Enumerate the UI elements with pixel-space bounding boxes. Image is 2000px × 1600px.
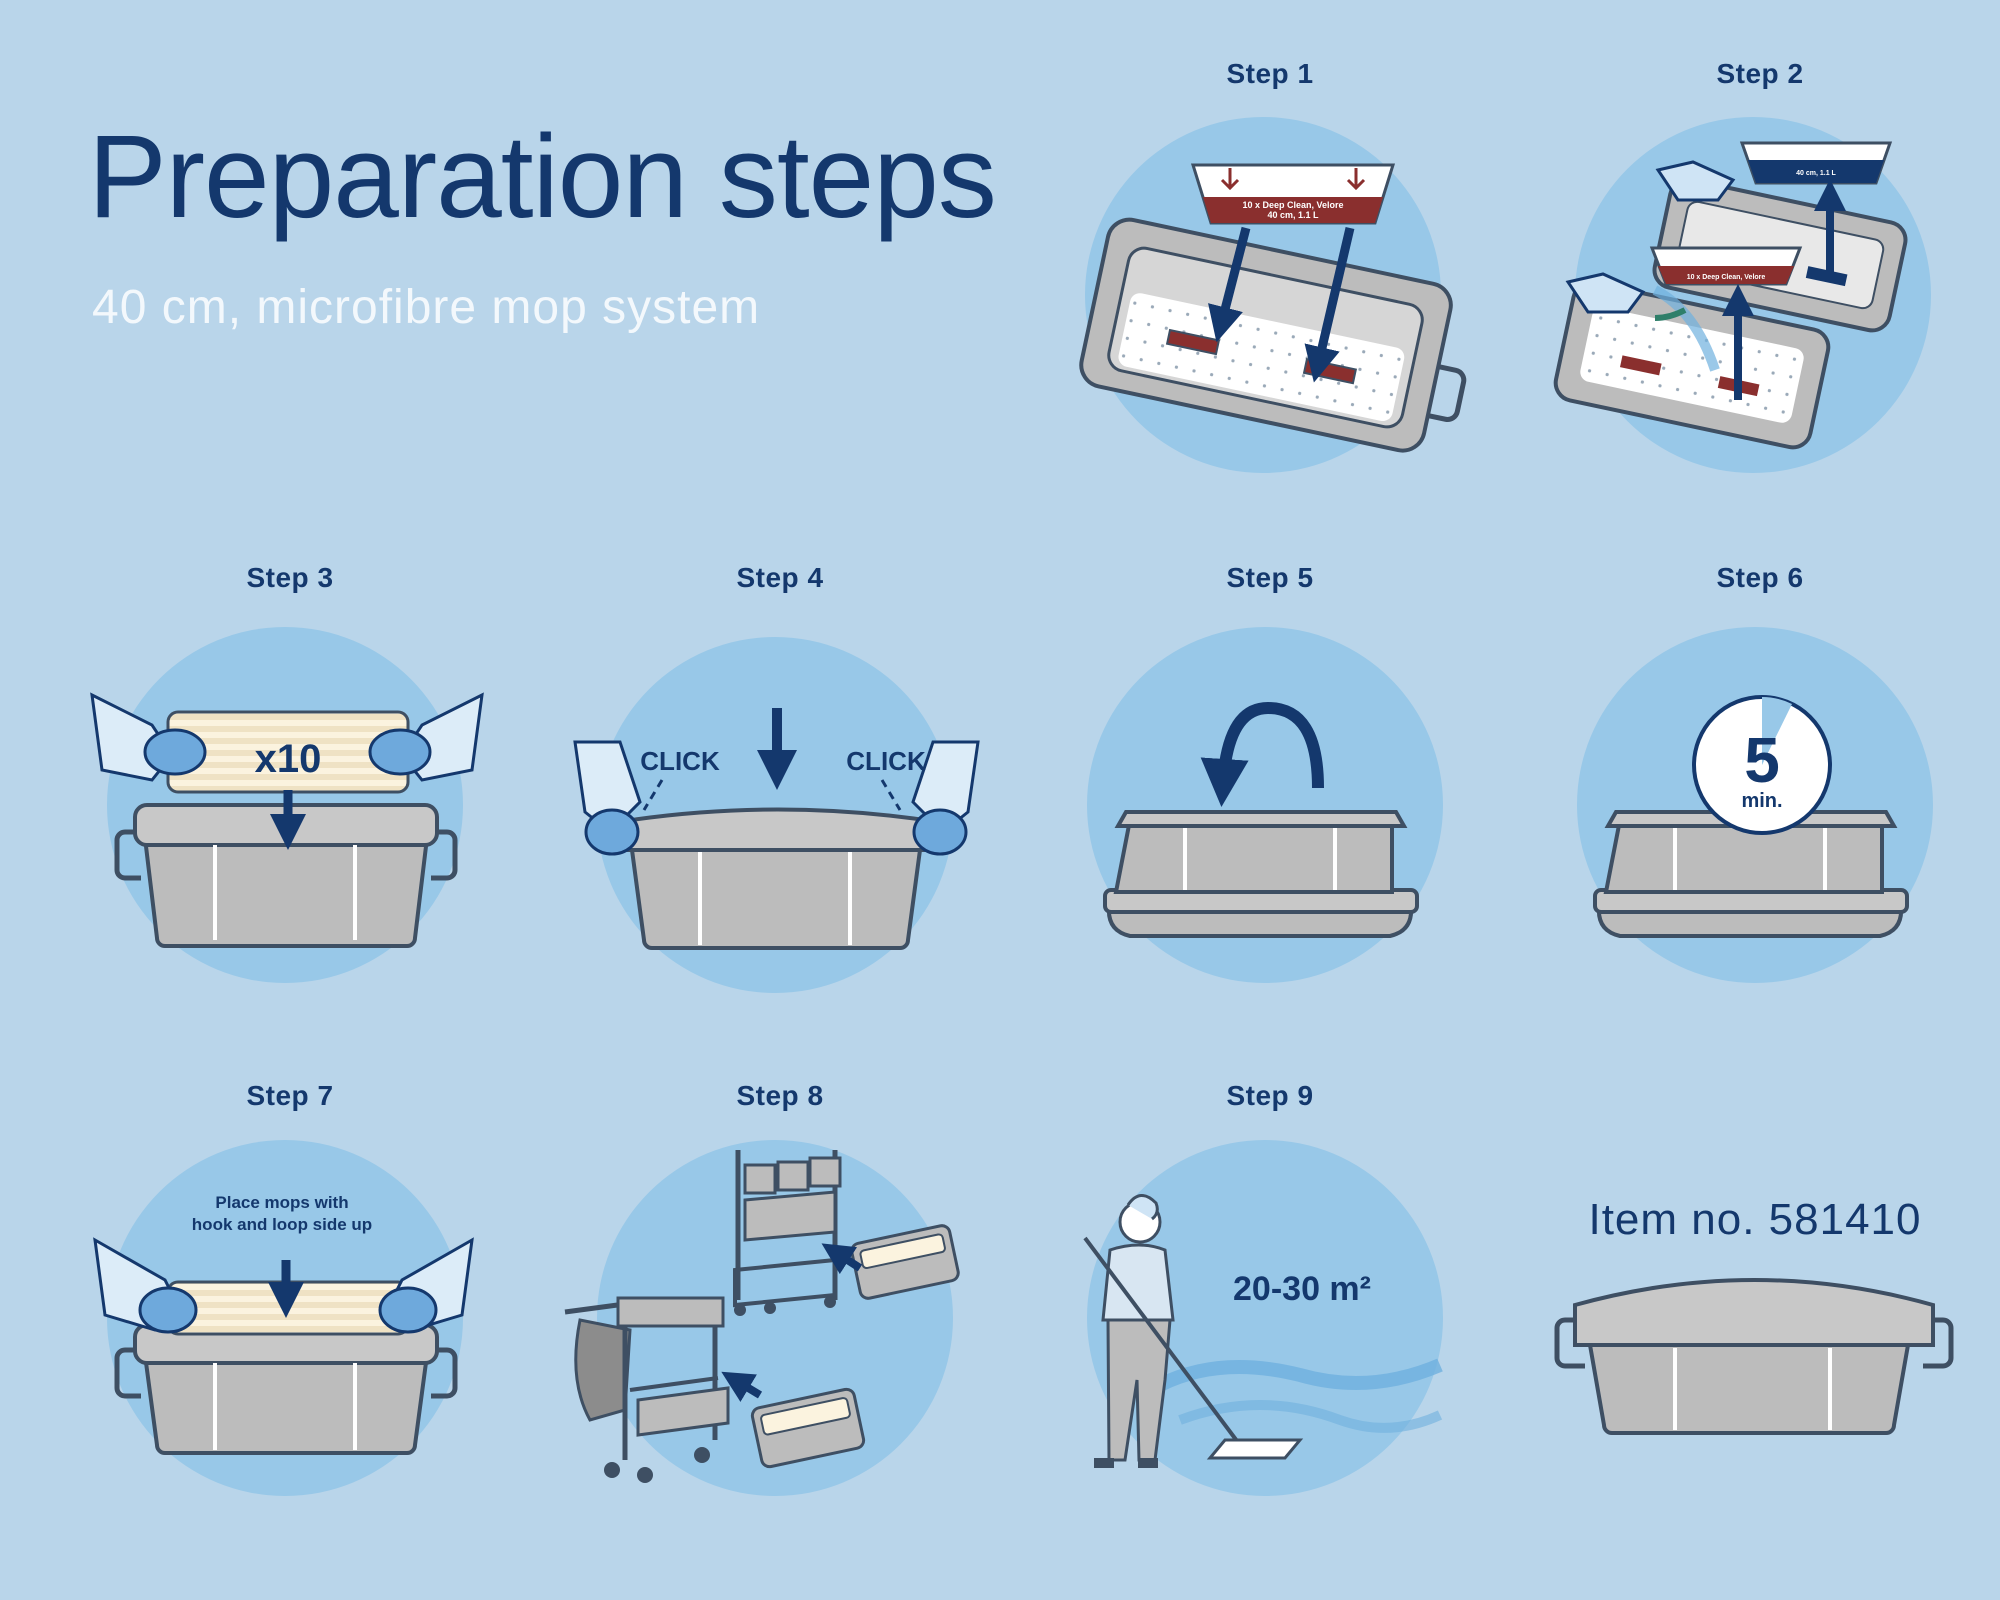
step-4-label: Step 4 <box>736 562 824 593</box>
step-2-pack-text-1: 10 x Deep Clean, Velore <box>1687 274 1766 281</box>
item-box-illustration <box>1554 1278 1954 1435</box>
item-number: Item no. 581410 <box>1588 1195 1922 1244</box>
step-9-illustration: 20-30 m² <box>1083 1140 1443 1496</box>
timer-icon: 5 min. <box>1692 695 1832 835</box>
step-6-timer-value: 5 <box>1744 724 1780 796</box>
step-9-label: Step 9 <box>1226 1080 1314 1111</box>
step-8-illustration <box>564 1140 960 1496</box>
detergent-pack: 10 x Deep Clean, Velore 40 cm, 1.1 L <box>1190 163 1396 225</box>
rack-trolley <box>733 1150 842 1316</box>
step-7-illustration: Place mops with hook and loop side up <box>93 1140 474 1496</box>
step-1-pack-text-2: 40 cm, 1.1 L <box>1267 210 1319 220</box>
step-2-illustration: 10 x Deep Clean, Velore 40 cm, 1.1 L <box>1553 117 1931 473</box>
step-1-pack-text-1: 10 x Deep Clean, Velore <box>1242 200 1343 210</box>
step-4-illustration: CLICK CLICK <box>573 637 980 993</box>
page-subtitle: 40 cm, microfibre mop system <box>92 281 761 334</box>
step-2-pack-text-2: 40 cm, 1.1 L <box>1796 170 1836 177</box>
step-3-label: Step 3 <box>246 562 334 593</box>
step-6-timer-unit: min. <box>1741 790 1782 812</box>
step-4-click-right: CLICK <box>846 746 926 776</box>
step-7-label: Step 7 <box>246 1080 334 1111</box>
person-mopping <box>1094 1194 1175 1468</box>
step-7-note-2: hook and loop side up <box>192 1215 372 1234</box>
step-1-illustration: 10 x Deep Clean, Velore 40 cm, 1.1 L <box>1079 117 1467 473</box>
step-6-label: Step 6 <box>1716 562 1804 593</box>
step-8-label: Step 8 <box>736 1080 824 1111</box>
step-5-illustration <box>1087 627 1443 983</box>
step-9-area: 20-30 m² <box>1233 1270 1371 1308</box>
cleaning-trolley <box>564 1296 730 1483</box>
step-4-click-left: CLICK <box>640 746 720 776</box>
step-3-illustration: x10 <box>90 627 484 983</box>
step-7-note-1: Place mops with <box>215 1193 348 1212</box>
page-title: Preparation steps <box>88 111 997 243</box>
step-3-badge: x10 <box>255 737 322 781</box>
step-5-label: Step 5 <box>1226 562 1314 593</box>
step-6-illustration: 5 min. <box>1577 627 1933 983</box>
step-1-label: Step 1 <box>1226 58 1314 89</box>
step-2-label: Step 2 <box>1716 58 1804 89</box>
